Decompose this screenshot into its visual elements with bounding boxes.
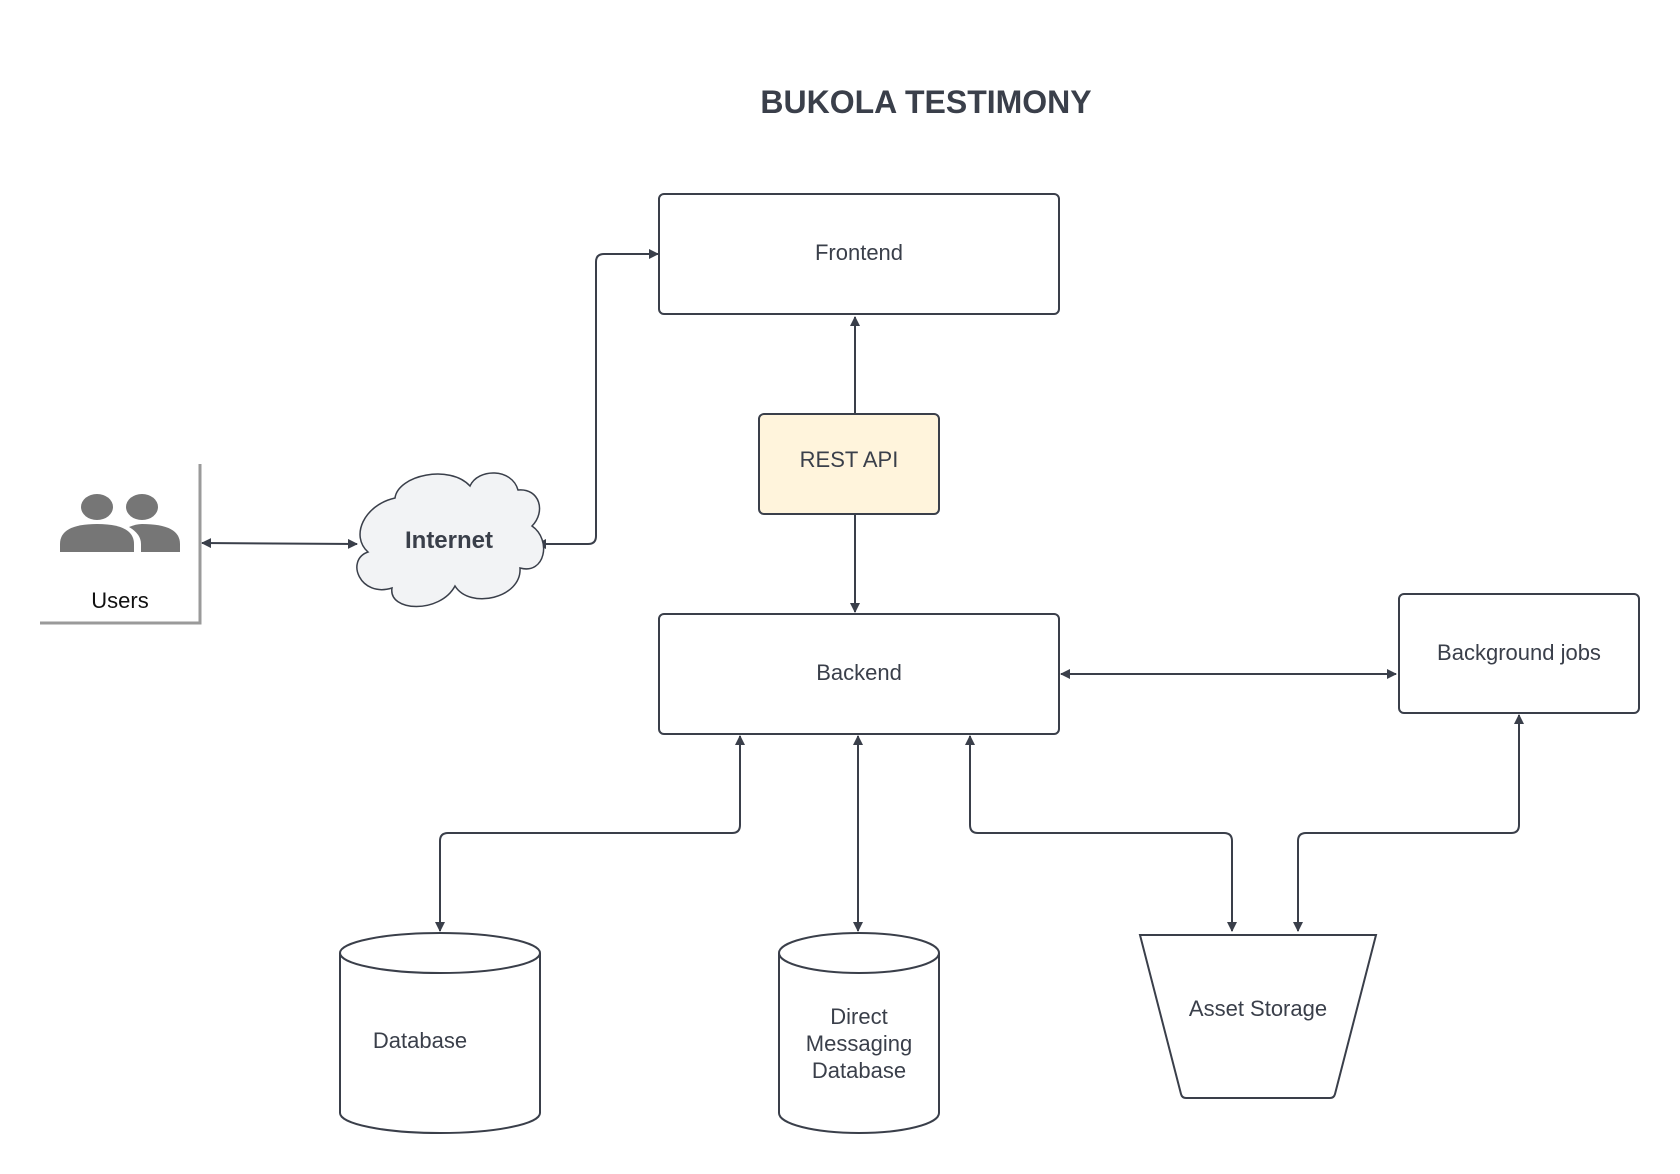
internet-label: Internet [405,527,493,554]
edge-backend-assetstorage [965,735,1237,932]
frontend-box [658,193,1060,315]
backend-node[interactable]: Backend [658,613,1060,735]
edge-internet-frontend [536,249,659,549]
users-icon [60,494,180,552]
database-node[interactable]: Database [339,932,541,1134]
internet-node[interactable]: Internet [356,472,545,608]
dm-database-label-line-1: Direct [830,1004,887,1029]
cloud-icon [356,472,545,608]
background-jobs-box [1398,593,1640,714]
edge-backgroundjobs-assetstorage [1293,714,1524,932]
background-jobs-node[interactable]: Background jobs [1398,593,1640,714]
users-card-border [40,464,202,625]
asset-storage-shape [1138,934,1378,1099]
database-cylinder [339,932,541,1134]
rest-api-node[interactable]: REST API [758,413,940,515]
rest-api-label: REST API [800,447,899,472]
diagram-title: BUKOLA TESTIMONY [760,84,1091,120]
background-jobs-label: Background jobs [1437,640,1601,665]
dm-database-label-line-3: Database [812,1058,906,1083]
database-cylinder-rim [339,952,541,974]
edge-backend-database [435,735,745,932]
asset-storage-node[interactable]: Asset Storage [1138,934,1378,1099]
dm-database-node[interactable]: Direct Messaging Database [778,932,940,1134]
database-label: Database [373,1028,467,1053]
dm-database-cylinder-rim [778,952,940,974]
dm-database-cylinder [778,932,940,1134]
users-node[interactable]: Users [40,464,202,625]
dm-database-label-line-2: Messaging [806,1031,912,1056]
frontend-label: Frontend [815,240,903,265]
rest-api-box [758,413,940,515]
asset-storage-label: Asset Storage [1189,996,1327,1021]
users-label: Users [91,588,148,613]
backend-label: Backend [816,660,902,685]
frontend-node[interactable]: Frontend [658,193,1060,315]
backend-box [658,613,1060,735]
edge-users-internet [201,538,358,549]
